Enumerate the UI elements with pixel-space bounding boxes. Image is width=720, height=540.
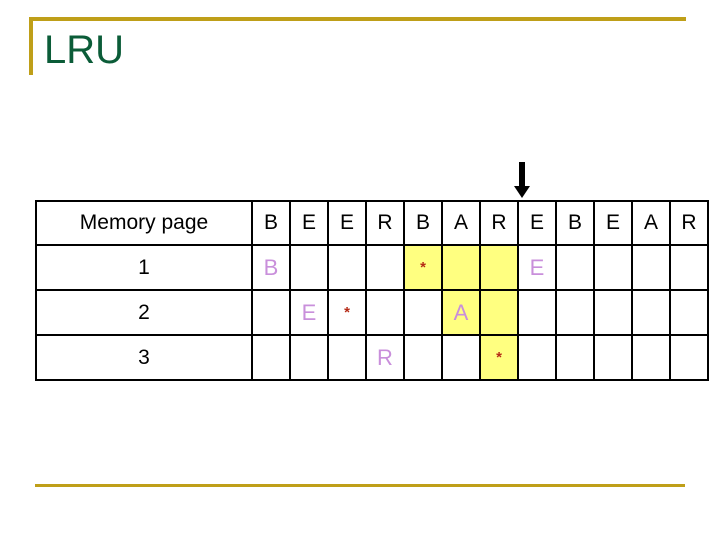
- frame-slot-cell: B: [251, 244, 291, 291]
- reference-cell: B: [555, 200, 595, 246]
- frame-slot-cell: E: [517, 244, 557, 291]
- frame-slot-cell: [593, 244, 633, 291]
- frame-slot-cell: [365, 244, 405, 291]
- fault-star-cell: *: [327, 289, 367, 336]
- reference-cell: E: [327, 200, 367, 246]
- fault-star-cell: *: [403, 244, 443, 291]
- frame-slot-cell: [251, 334, 291, 381]
- frame-slot-cell: [479, 289, 519, 336]
- page-title: LRU: [44, 28, 125, 72]
- frame-slot-cell: [327, 244, 367, 291]
- frame-slot-cell: [669, 334, 709, 381]
- memory-page-header: Memory page: [35, 200, 253, 246]
- fault-star-cell: *: [479, 334, 519, 381]
- frame-number-cell: 2: [35, 289, 253, 336]
- frame-slot-cell: [669, 244, 709, 291]
- down-arrow-icon: [508, 162, 536, 198]
- table-row: 3 R *: [35, 334, 709, 381]
- reference-cell: E: [517, 200, 557, 246]
- reference-cell: R: [669, 200, 709, 246]
- frame-slot-cell: [555, 244, 595, 291]
- reference-cell: E: [289, 200, 329, 246]
- frame-slot-cell: [631, 334, 671, 381]
- frame-slot-cell: [593, 334, 633, 381]
- frame-slot-cell: [289, 244, 329, 291]
- frame-slot-cell: [631, 244, 671, 291]
- reference-cell: R: [479, 200, 519, 246]
- title-rule-left: [29, 17, 33, 75]
- frame-number-cell: 1: [35, 244, 253, 291]
- frame-slot-cell: [479, 244, 519, 291]
- reference-cell: B: [251, 200, 291, 246]
- frame-slot-cell: [441, 334, 481, 381]
- frame-slot-cell: [517, 289, 557, 336]
- frame-slot-cell: [593, 289, 633, 336]
- footer-rule: [35, 484, 685, 487]
- frame-slot-cell: [365, 289, 405, 336]
- frame-slot-cell: [251, 289, 291, 336]
- reference-cell: A: [631, 200, 671, 246]
- reference-cell: A: [441, 200, 481, 246]
- frame-slot-cell: R: [365, 334, 405, 381]
- title-rule-top: [29, 17, 686, 21]
- frame-slot-cell: [441, 244, 481, 291]
- frame-slot-cell: [289, 334, 329, 381]
- frame-slot-cell: E: [289, 289, 329, 336]
- frame-slot-cell: [555, 289, 595, 336]
- frame-slot-cell: [327, 334, 367, 381]
- frame-slot-cell: A: [441, 289, 481, 336]
- frame-slot-cell: [517, 334, 557, 381]
- frame-slot-cell: [403, 334, 443, 381]
- frame-slot-cell: [631, 289, 671, 336]
- reference-cell: R: [365, 200, 405, 246]
- frame-slot-cell: [669, 289, 709, 336]
- frame-number-cell: 3: [35, 334, 253, 381]
- reference-cell: B: [403, 200, 443, 246]
- reference-cell: E: [593, 200, 633, 246]
- frame-slot-cell: [555, 334, 595, 381]
- frame-slot-cell: [403, 289, 443, 336]
